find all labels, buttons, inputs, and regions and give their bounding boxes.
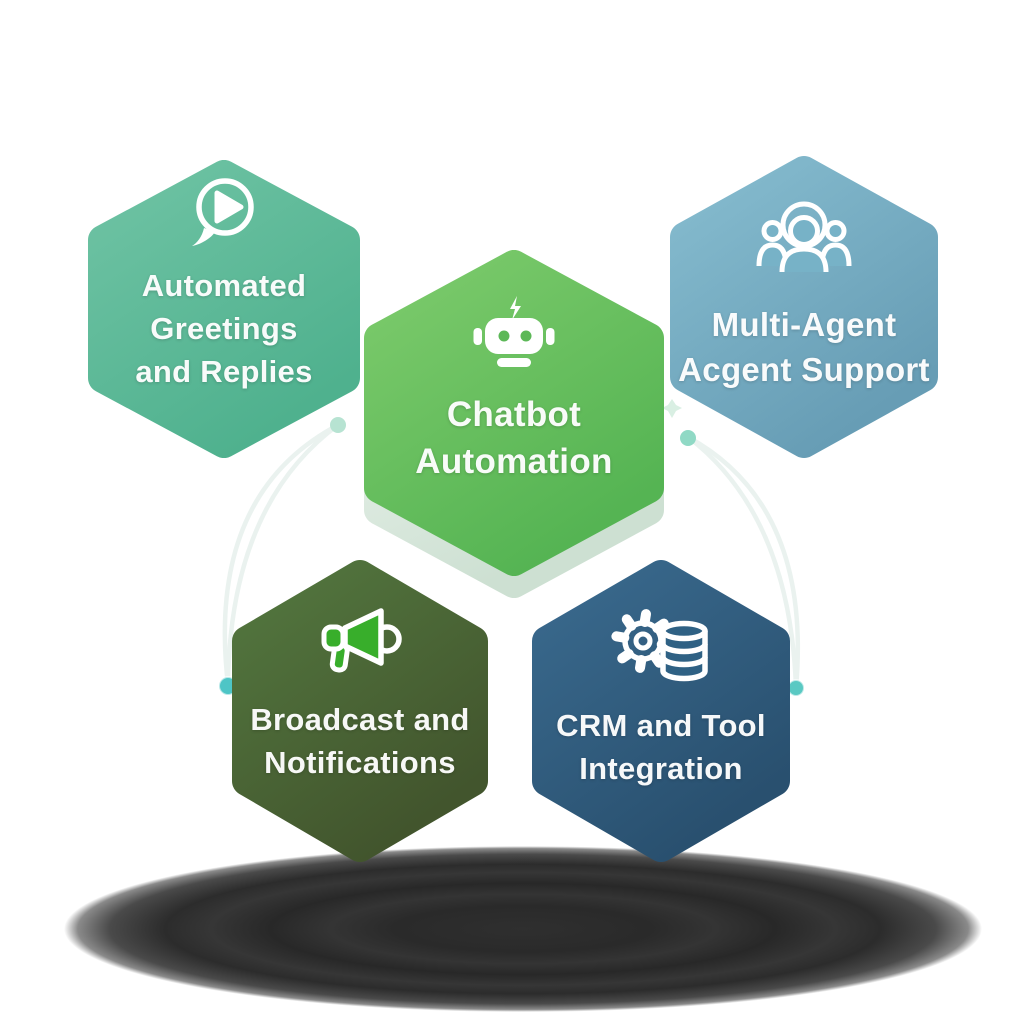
floor-shadow-ellipse <box>64 846 982 1012</box>
agents-group-icon <box>755 198 853 279</box>
chat-play-icon <box>184 174 264 259</box>
megaphone-icon <box>314 598 406 689</box>
hexagon-shape <box>232 560 488 862</box>
hex-label: Multi-Agent Acgent Support <box>678 306 930 388</box>
hex-label: Chatbot Automation <box>415 395 613 482</box>
robot-icon <box>468 294 560 381</box>
hex-label: CRM and Tool Integration <box>556 708 766 786</box>
hex-crm-tool-integration: CRM and Tool Integration <box>532 560 790 862</box>
connector-dot-lower-right <box>787 679 805 697</box>
hex-chatbot-automation: Chatbot Automation <box>364 250 664 576</box>
hexagon-shape <box>532 560 790 862</box>
hexagon-shape <box>88 160 360 458</box>
hex-automated-greetings: Automated Greetings and Replies <box>88 160 360 458</box>
hex-multi-agent-support: Multi-Agent Acgent Support <box>670 156 938 458</box>
hex-broadcast-notifications: Broadcast and Notifications <box>232 560 488 862</box>
gear-database-icon <box>610 604 712 699</box>
hexagon-shape <box>364 250 664 576</box>
hex-label: Automated Greetings and Replies <box>135 268 313 389</box>
hex-label: Broadcast and Notifications <box>250 702 470 780</box>
hexagon-shape <box>670 156 938 458</box>
